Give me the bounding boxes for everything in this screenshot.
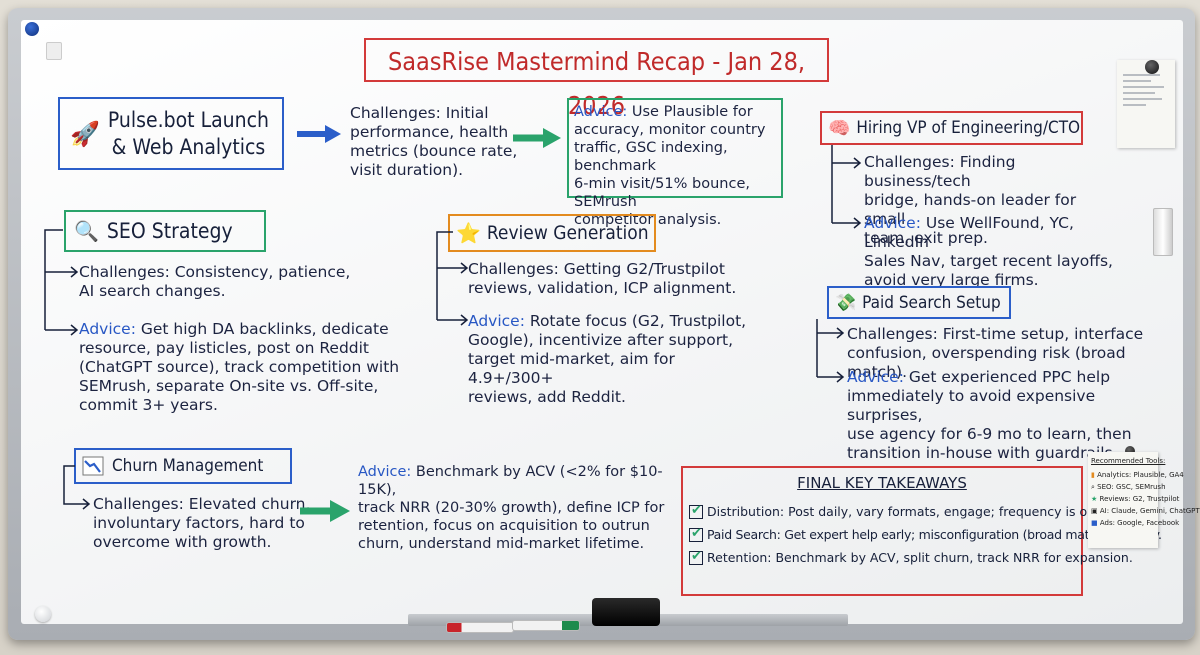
chart-down-icon (82, 456, 104, 476)
red-marker[interactable] (446, 622, 514, 633)
review-advice: Rotate focus (G2, Trustpilot, Google), i… (468, 312, 747, 406)
tools-item: ★ Reviews: G2, Trustpilot (1091, 495, 1180, 503)
tools-heading: Recommended Tools: (1091, 457, 1166, 465)
tools-item: ■ Ads: Google, Facebook (1091, 519, 1180, 527)
paid-heading-box: 💸 Paid Search Setup (827, 286, 1011, 319)
tools-item: ▣ AI: Claude, Gemini, ChatGPT (1091, 507, 1200, 515)
paid-challenges: Challenges: First-time setup, interface … (847, 325, 1144, 381)
churn-advice: Benchmark by ACV (<2% for $10-15K), trac… (358, 464, 665, 552)
money-icon: 💸 (835, 292, 857, 313)
checkbox-icon: ✔ (689, 525, 703, 542)
takeaway-text: Paid Search: Get expert help early; misc… (707, 527, 1162, 542)
tools-item: ▮ Analytics: Plausible, GA4 (1091, 471, 1184, 479)
wall-clip (1153, 208, 1173, 256)
pulse-advice: Use Plausible for accuracy, monitor coun… (574, 104, 766, 228)
seo-connector-lines (44, 229, 79, 336)
seo-advice-label: Advice: (79, 320, 136, 338)
takeaway-text: Distribution: Post daily, vary formats, … (707, 504, 1115, 519)
churn-connector-lines (63, 465, 91, 510)
tools-item: ⌕ SEO: GSC, SEMrush (1091, 483, 1166, 491)
pulse-advice-box: Advice: Use Plausible for accuracy, moni… (567, 98, 783, 228)
page-title: SaasRise Mastermind Recap - Jan 28, 2026 (364, 38, 829, 120)
review-challenges: Challenges: Getting G2/Trustpilot review… (468, 260, 737, 297)
magnifier-icon: ⌕ (1091, 483, 1098, 491)
eraser-clip (46, 42, 62, 60)
seo-heading: SEO Strategy (106, 219, 233, 243)
takeaway-item: ✔ Paid Search: Get expert help early; mi… (689, 525, 1162, 544)
facebook-icon: ■ (1091, 519, 1100, 527)
star-icon: ★ (1091, 495, 1100, 503)
seo-heading-box: 🔍 SEO Strategy (64, 210, 266, 252)
paid-advice-label: Advice: (847, 368, 904, 386)
seo-advice-text: Advice: Get high DA backlinks, dedicate … (79, 320, 409, 415)
churn-advice-label: Advice: (358, 464, 412, 480)
checkbox-icon: ✔ (689, 502, 703, 519)
pulse-heading-box: 🚀 Pulse.bot Launch & Web Analytics (58, 97, 284, 170)
whiteboard: SaasRise Mastermind Recap - Jan 28, 2026… (21, 20, 1200, 624)
pulse-challenges: Challenges: Initial performance, health … (350, 104, 518, 179)
churn-advice-text: Advice: Benchmark by ACV (<2% for $10-15… (358, 463, 678, 553)
paid-connector-lines (816, 319, 845, 383)
hiring-advice-text: Advice: Use WellFound, YC, LinkedIn Sale… (864, 214, 1124, 290)
star-icon: ⭐ (456, 221, 481, 245)
hiring-advice: Use WellFound, YC, LinkedIn Sales Nav, t… (864, 214, 1113, 289)
corner-magnet (25, 22, 39, 36)
paid-advice-text: Advice: Get experienced PPC help immedia… (847, 368, 1157, 463)
brain-icon: 🧠 (828, 117, 851, 139)
arrow-right-icon (300, 500, 350, 522)
paper-magnet (1145, 60, 1159, 74)
takeaways-heading: FINAL KEY TAKEAWAYS (797, 474, 967, 492)
churn-heading-box: Churn Management (74, 448, 292, 484)
magnifier-icon: 🔍 (74, 219, 99, 243)
checkbox-icon: ✔ (689, 548, 703, 565)
pulse-advice-label: Advice: (574, 104, 628, 120)
arrow-right-icon (513, 128, 561, 148)
review-advice-text: Advice: Rotate focus (G2, Trustpilot, Go… (468, 312, 758, 407)
paid-heading: Paid Search Setup (862, 292, 1001, 313)
churn-challenges: Challenges: Elevated churn, involuntary … (93, 495, 311, 551)
review-heading: Review Generation (486, 222, 649, 244)
recommended-tools-note: Recommended Tools: ▮ Analytics: Plausibl… (1088, 452, 1200, 548)
robot-icon: ▣ (1091, 507, 1100, 515)
arrow-right-icon (297, 125, 341, 143)
eraser[interactable] (592, 598, 660, 626)
takeaway-item: ✔ Retention: Benchmark by ACV, split chu… (689, 548, 1133, 567)
churn-heading: Churn Management (112, 456, 264, 476)
takeaways-box: FINAL KEY TAKEAWAYS ✔ Distribution: Post… (681, 466, 1162, 596)
review-connector-lines (436, 231, 469, 326)
hiring-advice-label: Advice: (864, 214, 921, 232)
review-advice-label: Advice: (468, 312, 525, 330)
seo-advice: Get high DA backlinks, dedicate resource… (79, 320, 400, 414)
hiring-heading: Hiring VP of Engineering/CTO (856, 118, 1081, 138)
corner-magnet (35, 606, 51, 622)
hiring-connector-lines (831, 145, 862, 229)
takeaway-item: ✔ Distribution: Post daily, vary formats… (689, 502, 1114, 521)
review-heading-box: ⭐ Review Generation (448, 214, 656, 252)
note-magnet (1125, 446, 1135, 456)
pinned-paper (1117, 60, 1175, 148)
bar-chart-icon: ▮ (1091, 471, 1098, 479)
green-marker[interactable] (512, 620, 580, 631)
hiring-heading-box: 🧠 Hiring VP of Engineering/CTO (820, 111, 1083, 145)
paid-advice: Get experienced PPC help immediately to … (847, 368, 1132, 462)
rocket-icon: 🚀 (70, 119, 100, 148)
takeaway-text: Retention: Benchmark by ACV, split churn… (707, 550, 1133, 565)
pulse-heading-line2: & Web Analytics (111, 134, 266, 159)
hiring-challenges: Challenges: Finding business/tech bridge… (864, 153, 1077, 247)
pulse-heading-line1: Pulse.bot Launch (107, 107, 269, 132)
seo-challenges: Challenges: Consistency, patience, AI se… (79, 263, 351, 300)
